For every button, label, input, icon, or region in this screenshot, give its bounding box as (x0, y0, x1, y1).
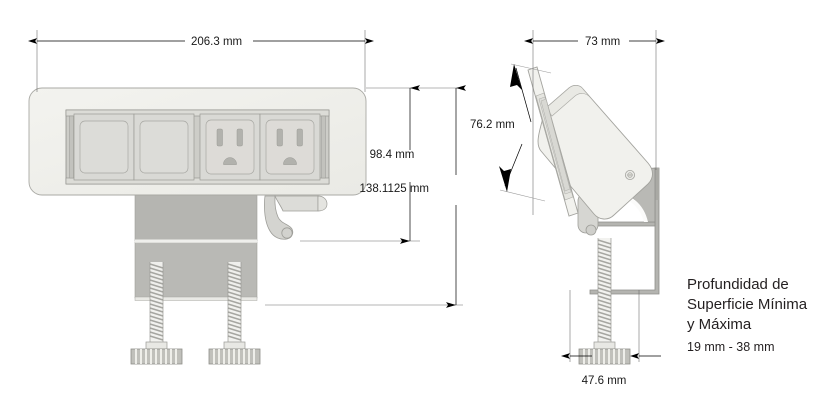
outlet-slots-1 (216, 128, 243, 165)
note-block: Profundidad de Superficie Mínima y Máxim… (687, 276, 808, 354)
front-module-outlet-1[interactable] (199, 113, 261, 181)
dimension-overall-width-label: 206.3 mm (191, 36, 242, 48)
dimension-overall-height-label: 98.4 mm (370, 149, 415, 161)
side-screw-thread (597, 238, 612, 342)
side-body-fastener (625, 169, 636, 180)
side-knurled-knob[interactable] (578, 348, 631, 365)
front-foot-2 (208, 262, 261, 365)
side-clamp-thumbscrew (578, 238, 631, 365)
screw-thread-1 (149, 262, 164, 342)
dimension-overall-height: 98.4 mm (300, 85, 420, 244)
dimension-face-height-label: 76.2 mm (470, 119, 515, 131)
dimension-total-height: 138.1125 mm (265, 85, 466, 308)
side-view (527, 66, 660, 365)
screw-thread-2 (227, 262, 242, 342)
front-module-blank-1[interactable] (73, 113, 135, 181)
front-view (28, 87, 367, 365)
note-line-3: y Máxima (687, 316, 752, 333)
knurled-knob-1[interactable] (130, 348, 183, 365)
side-housing-body (537, 85, 653, 220)
note-value: 19 mm - 38 mm (687, 340, 775, 354)
front-foot-1 (130, 262, 183, 365)
knurled-knob-2[interactable] (208, 348, 261, 365)
front-module-blank-2[interactable] (133, 113, 195, 181)
front-module-outlet-2[interactable] (259, 113, 321, 181)
dimension-clamp-width-label: 47.6 mm (582, 375, 627, 387)
dimension-total-height-label: 138.1125 mm (360, 183, 429, 195)
dimension-side-depth: 73 mm (524, 30, 665, 215)
front-pivot-arm (264, 195, 328, 240)
outlet-slots-2 (276, 128, 303, 165)
face-height-arrow-bottom (499, 166, 511, 192)
dimension-face-height: 76.2 mm (470, 63, 552, 202)
dimension-overall-width: 206.3 mm (28, 30, 374, 92)
dimension-clamp-width: 47.6 mm (561, 290, 661, 387)
side-faceplate-edge (527, 66, 579, 217)
face-height-arrow-top (510, 64, 522, 90)
dimension-side-depth-label: 73 mm (585, 36, 620, 48)
note-line-2: Superficie Mínima (687, 296, 808, 313)
note-line-1: Profundidad de (687, 276, 789, 293)
